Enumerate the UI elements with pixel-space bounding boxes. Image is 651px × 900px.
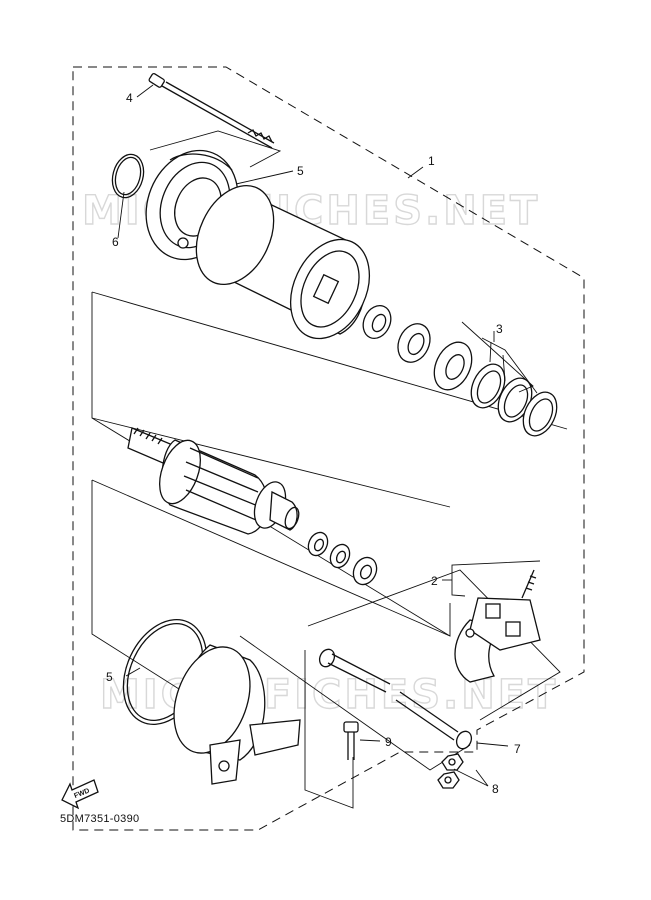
yoke-housing [195, 184, 370, 340]
watermark-bottom: MICROFICHES.NET [100, 672, 558, 718]
bearing [362, 304, 392, 340]
brush-holder [454, 569, 541, 683]
callout-2: 2 [431, 574, 438, 588]
callout-3: 3 [496, 322, 503, 336]
armature-washers [307, 531, 378, 586]
armature [127, 427, 300, 535]
callout-9: 9 [385, 735, 392, 749]
callout-5-bottom: 5 [106, 670, 113, 684]
drawing-code: 5DM7351-0390 [60, 813, 140, 825]
leader-lines [117, 84, 541, 787]
callout-4: 4 [126, 91, 133, 105]
long-bolt [148, 73, 275, 149]
callout-1: 1 [428, 154, 435, 168]
o-ring-top [111, 153, 145, 199]
frame-armature [91, 292, 451, 637]
rear-cover [173, 644, 301, 785]
callout-7: 7 [514, 742, 521, 756]
callout-8: 8 [492, 782, 499, 796]
frame-top [149, 130, 282, 168]
nuts [437, 753, 464, 789]
through-bolts [318, 648, 473, 750]
oil-seal [397, 323, 431, 363]
assembly-outline [72, 66, 585, 831]
fwd-arrow-icon: FWD [61, 779, 99, 810]
washer-set [433, 341, 558, 437]
callout-6: 6 [112, 235, 119, 249]
callout-5-top: 5 [297, 164, 304, 178]
screw [343, 721, 359, 760]
